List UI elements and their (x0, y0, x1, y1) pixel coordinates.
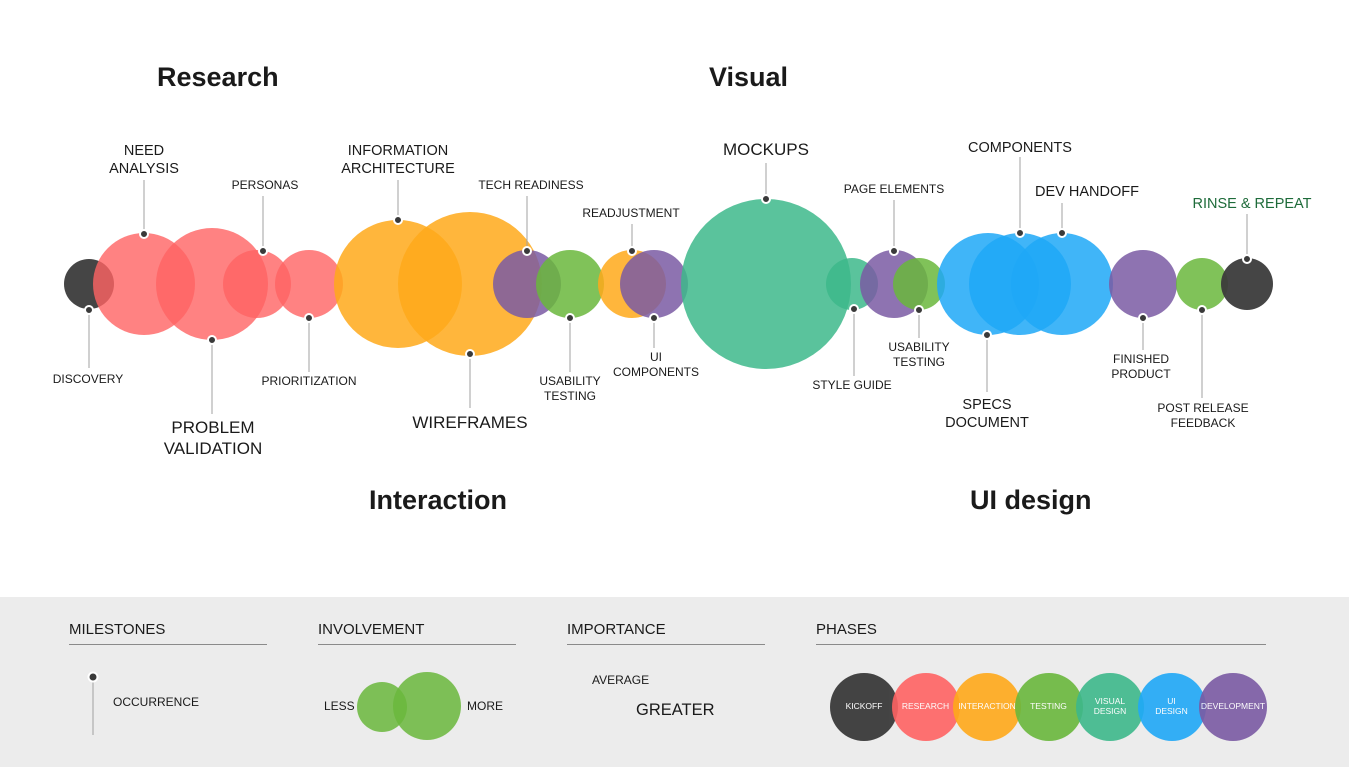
legend-divider (318, 644, 516, 645)
phase-chip-research: RESEARCH (891, 673, 960, 741)
legend-greater: GREATER (636, 701, 715, 719)
phase-chip-kickoff: KICKOFF (830, 673, 898, 741)
discovery-marker-icon (84, 305, 94, 315)
legend-title-milestones: MILESTONES (69, 621, 166, 638)
label-mockups: MOCKUPS (723, 140, 809, 159)
milestone-marker-icon (87, 671, 99, 735)
usability-testing-2-marker-icon (914, 305, 924, 315)
involvement-large-bubble (393, 672, 461, 740)
phase-chip-development: DEVELOPMENT (1199, 673, 1267, 741)
need-analysis-marker-icon (139, 229, 149, 239)
legend-occurrence: OCCURRENCE (113, 695, 200, 709)
legend-less: LESS (324, 699, 355, 713)
information-architecture-marker-icon (393, 215, 403, 225)
problem-validation-marker-icon (207, 335, 217, 345)
page-elements-marker-icon (889, 246, 899, 256)
dev-handoff-bubble (1011, 233, 1113, 335)
phase-title-ui-design: UI design (970, 485, 1092, 515)
label-wireframes: WIREFRAMES (412, 413, 528, 432)
prioritization-marker-icon (304, 313, 314, 323)
post-release-bubble (1176, 258, 1228, 310)
personas-marker-icon (258, 246, 268, 256)
involvement-bubbles (357, 672, 461, 740)
phase-chip-label: DEVELOPMENT (1200, 701, 1266, 712)
label-information-architecture: INFORMATION ARCHITECTURE (341, 143, 455, 178)
label-finished-product: FINISHED PRODUCT (1111, 352, 1171, 381)
usability-testing-1-marker-icon (565, 313, 575, 323)
label-rinse-repeat: RINSE & REPEAT (1192, 196, 1312, 212)
post-release-marker-icon (1197, 305, 1207, 315)
finished-product-marker-icon (1138, 313, 1148, 323)
label-prioritization: PRIORITIZATION (261, 374, 357, 388)
readjustment-marker-icon (627, 246, 637, 256)
specs-document-marker-icon (982, 330, 992, 340)
legend-title-involvement: INVOLVEMENT (318, 621, 425, 638)
mockups-bubble (681, 199, 851, 369)
legend-divider (567, 644, 765, 645)
mockups-marker-icon (761, 194, 771, 204)
legend-divider (816, 644, 1266, 645)
usability-testing-1-bubble (536, 250, 604, 318)
components-marker-icon (1015, 228, 1025, 238)
phase-chip-label: VISUAL DESIGN (1093, 696, 1127, 716)
involvement-small-bubble (357, 682, 407, 732)
label-personas: PERSONAS (231, 178, 299, 192)
ui-components-bubble (620, 250, 688, 318)
label-page-elements: PAGE ELEMENTS (843, 182, 945, 196)
style-guide-marker-icon (849, 304, 859, 314)
label-specs-document: SPECS DOCUMENT (945, 397, 1029, 432)
rinse-repeat-marker-icon (1242, 254, 1252, 264)
tech-readiness-marker-icon (522, 246, 532, 256)
phase-chip-label: UI DESIGN (1155, 696, 1188, 716)
phase-chip-label: KICKOFF (845, 701, 883, 712)
label-problem-validation: PROBLEM VALIDATION (163, 418, 263, 459)
label-readjustment: READJUSTMENT (582, 206, 680, 220)
phase-chip-testing: TESTING (1014, 673, 1083, 741)
label-tech-readiness: TECH READINESS (478, 178, 584, 192)
label-usability-testing-1: USABILITY TESTING (539, 374, 601, 403)
phase-chip-label: INTERACTION (958, 701, 1016, 712)
legend-average: AVERAGE (592, 673, 650, 687)
legend-title-phases: PHASES (816, 621, 877, 638)
ui-components-marker-icon (649, 313, 659, 323)
phase-chip-ui-design: UI DESIGN (1137, 673, 1206, 741)
legend-more: MORE (467, 699, 503, 713)
legend-title-importance: IMPORTANCE (567, 621, 666, 638)
prioritization-bubble (275, 250, 343, 318)
phase-chip-visual-design: VISUAL DESIGN (1076, 673, 1144, 741)
wireframes-marker-icon (465, 349, 475, 359)
dev-handoff-marker-icon (1057, 228, 1067, 238)
label-post-release-feedback: POST RELEASE FEEDBACK (1157, 401, 1249, 430)
phase-chip-interaction: INTERACTION (953, 673, 1021, 741)
finished-product-bubble (1109, 250, 1177, 318)
personas-bubble (223, 250, 291, 318)
label-components: COMPONENTS (968, 140, 1072, 156)
label-usability-testing-2: USABILITY TESTING (888, 340, 950, 369)
phase-chip-label: TESTING (1030, 701, 1067, 712)
label-dev-handoff: DEV HANDOFF (1035, 184, 1139, 200)
phase-chip-label: RESEARCH (901, 701, 950, 712)
bubble-timeline (64, 157, 1273, 414)
label-style-guide: STYLE GUIDE (812, 378, 892, 392)
rinse-repeat-bubble (1221, 258, 1273, 310)
phase-title-visual: Visual (709, 62, 789, 92)
usability-testing-2-bubble (893, 258, 945, 310)
phase-title-research: Research (157, 62, 279, 92)
phase-title-interaction: Interaction (369, 485, 508, 515)
label-need-analysis: NEED ANALYSIS (109, 143, 179, 178)
wireframes-bubble (398, 212, 542, 356)
label-discovery: DISCOVERY (52, 372, 124, 386)
process-diagram: Research Visual Interaction UI design DI… (52, 62, 1312, 515)
label-ui-components: UI COMPONENTS (612, 350, 700, 379)
legend-panel: MILESTONES OCCURRENCE INVOLVEMENT LESS M… (0, 597, 1349, 767)
legend-divider (69, 644, 267, 645)
